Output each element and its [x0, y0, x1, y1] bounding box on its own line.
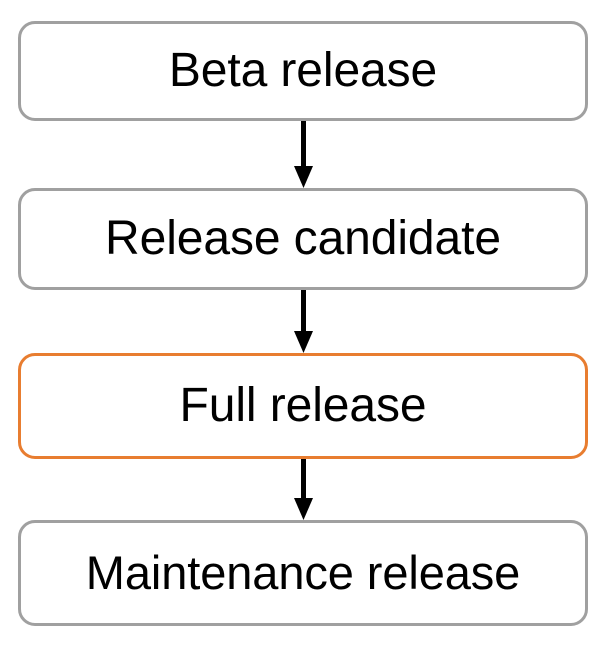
down-arrow-icon	[294, 459, 313, 520]
down-arrow-icon	[294, 121, 313, 188]
flowchart-connector-rc-to-full	[294, 290, 313, 353]
flowchart-node-label: Full release	[179, 378, 427, 432]
flowchart-node-label: Release candidate	[105, 211, 501, 265]
flowchart-node-label: Maintenance release	[85, 546, 521, 600]
flowchart-connector-full-to-maintenance	[294, 459, 313, 520]
flowchart-node-maintenance-release[interactable]: Maintenance release	[18, 520, 588, 626]
flowchart-node-full-release[interactable]: Full release	[18, 353, 588, 459]
flowchart-node-beta-release[interactable]: Beta release	[18, 21, 588, 121]
flowchart-node-label: Beta release	[168, 43, 438, 97]
down-arrow-icon	[294, 290, 313, 353]
flowchart-connector-beta-to-rc	[294, 121, 313, 188]
flowchart-node-release-candidate[interactable]: Release candidate	[18, 188, 588, 290]
